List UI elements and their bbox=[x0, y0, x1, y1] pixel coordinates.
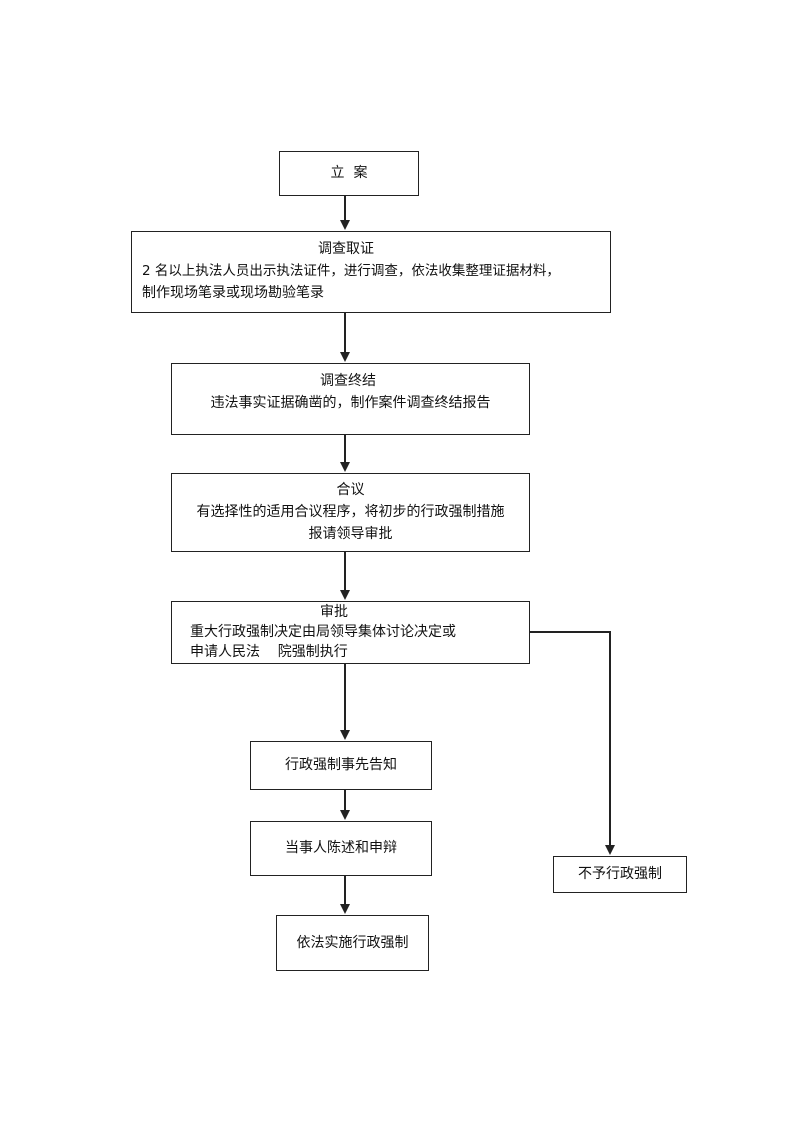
node-diaocha-line1: 2 名以上执法人员出示执法证件，进行调查，依法收集整理证据材料， bbox=[142, 263, 560, 279]
node-lian-label: 立 案 bbox=[330, 165, 368, 181]
node-shenbian: 当事人陈述和申辩 bbox=[250, 821, 432, 876]
node-diaocha-title: 调查取证 bbox=[318, 241, 374, 257]
node-diaocha-line2: 制作现场笔录或现场勘验笔录 bbox=[142, 285, 324, 301]
node-buyu: 不予行政强制 bbox=[553, 856, 687, 893]
arrow-shenpi-to-buyu bbox=[530, 631, 615, 855]
node-shenpi: 审批 重大行政强制决定由局领导集体讨论决定或 申请人民法 院强制执行 bbox=[171, 601, 530, 664]
node-zhongjie: 调查终结 违法事实证据确凿的，制作案件调查终结报告 bbox=[171, 363, 530, 435]
node-zhongjie-title: 调查终结 bbox=[320, 373, 376, 389]
node-buyu-label: 不予行政强制 bbox=[578, 866, 662, 882]
node-zhongjie-line1: 违法事实证据确凿的，制作案件调查终结报告 bbox=[210, 395, 491, 411]
node-gaozhi-label: 行政强制事先告知 bbox=[285, 757, 397, 773]
node-shenbian-label: 当事人陈述和申辩 bbox=[285, 840, 397, 856]
node-heyi-line2: 报请领导审批 bbox=[308, 526, 393, 542]
node-shishi-label: 依法实施行政强制 bbox=[296, 935, 409, 951]
node-shenpi-line2: 申请人民法 院强制执行 bbox=[190, 644, 348, 660]
node-lian: 立 案 bbox=[279, 151, 419, 196]
node-diaocha: 调查取证 2 名以上执法人员出示执法证件，进行调查，依法收集整理证据材料， 制作… bbox=[131, 231, 611, 313]
node-shenpi-title: 审批 bbox=[320, 604, 348, 620]
node-shenpi-line1: 重大行政强制决定由局领导集体讨论决定或 bbox=[190, 624, 456, 640]
node-heyi-line1: 有选择性的适用合议程序，将初步的行政强制措施 bbox=[196, 504, 505, 520]
node-shishi: 依法实施行政强制 bbox=[276, 915, 429, 971]
node-gaozhi: 行政强制事先告知 bbox=[250, 741, 432, 790]
node-heyi-title: 合议 bbox=[336, 482, 365, 498]
node-heyi: 合议 有选择性的适用合议程序，将初步的行政强制措施 报请领导审批 bbox=[171, 473, 530, 552]
